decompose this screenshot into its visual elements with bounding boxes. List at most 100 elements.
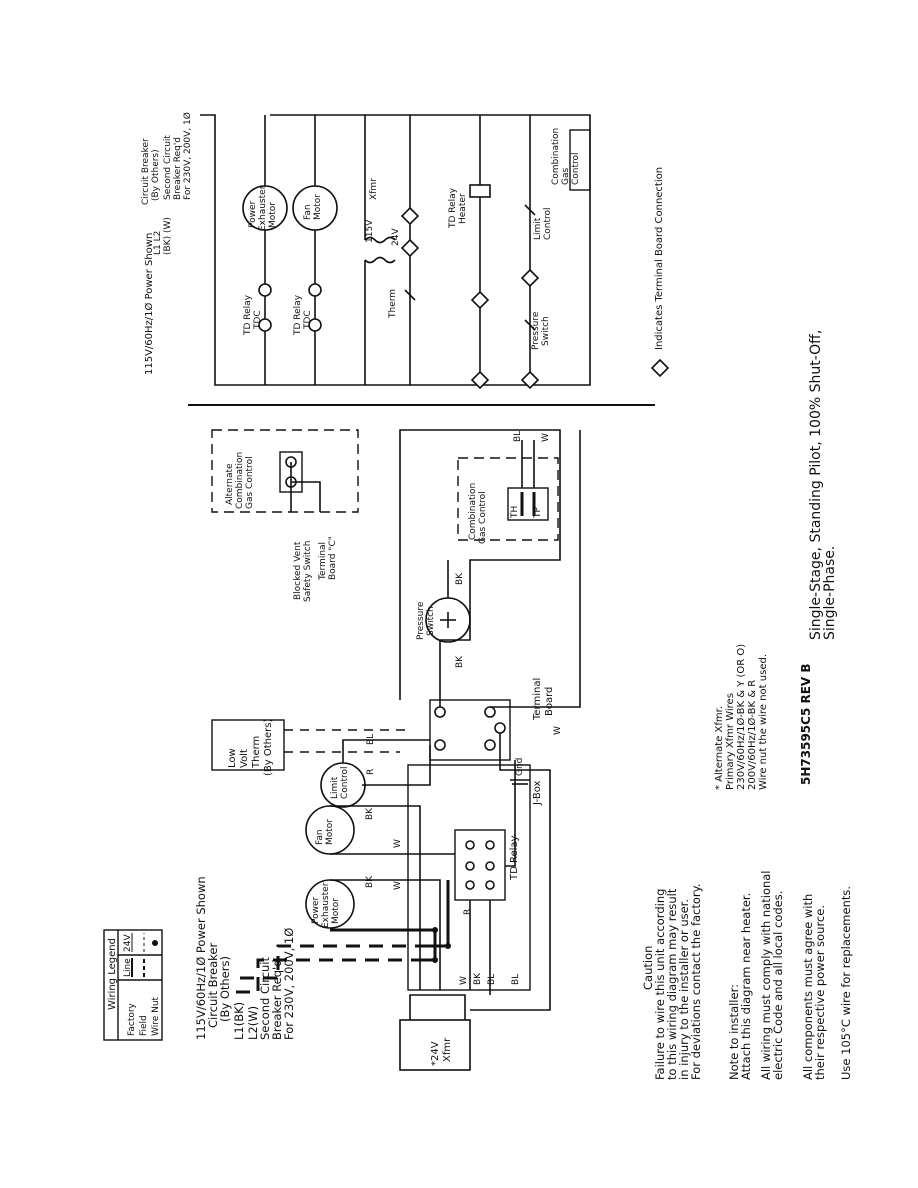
ladder-td-heater <box>469 184 491 198</box>
xfmr-label-2: Xfmr <box>442 1037 453 1062</box>
title-line-2: Single-Phase. <box>822 546 838 640</box>
ladder-diamond-tp <box>470 370 490 390</box>
wl-r-2: R <box>463 909 473 915</box>
alt-xfmr-notes: * Alternate Xfmr. Primary Xfmr Wires 230… <box>714 644 769 790</box>
terminal-board-label-1: Terminal <box>532 678 543 721</box>
wire-fan <box>330 805 421 990</box>
ladder-fan-2: Motor <box>313 194 323 220</box>
ladder-td1-2: TDC <box>253 310 263 330</box>
wl-th: TH <box>510 506 520 519</box>
ladder-td2-1: TD Relay <box>293 294 303 336</box>
wire-pem-return <box>330 879 441 990</box>
fan-motor: Fan Motor <box>305 805 355 855</box>
combo-gas-label-2: Gas Control <box>478 491 488 544</box>
components-line-1: All components must agree with <box>801 894 815 1080</box>
ladder-second-2: Breaker Req'd <box>173 137 183 200</box>
wl-bk-3: BK <box>473 972 483 985</box>
ladder-diagram: Power Exhauster Motor Fan Motor TD Relay… <box>141 112 670 390</box>
ladder-second-3: For 230V, 200V, 1Ø <box>182 112 193 200</box>
ladder-term-4 <box>308 283 322 297</box>
ladder-limit-2: Control <box>543 207 553 240</box>
alt-xfmr-line-5: Wire nut the wire not used. <box>758 654 769 790</box>
ladder-combo-gas <box>569 129 591 191</box>
tstat-label-4: (By Others) <box>263 719 274 776</box>
pressure-switch-label-1: Pressure <box>416 601 426 640</box>
ladder-fan <box>292 185 338 231</box>
wiring-legend: Wiring Legend Line 24V Factory Field Wir… <box>103 929 163 1041</box>
ladder-td1-1: TD Relay <box>243 294 253 336</box>
legend-row-factory: Factory <box>127 1002 137 1036</box>
alt-gas-label-3: Gas Control <box>245 456 255 509</box>
component-notes: All components must agree with their res… <box>801 894 827 1080</box>
pem-label-2: Exhauster <box>321 882 331 928</box>
field-wire-l2 <box>240 944 420 980</box>
ladder-l1l2-1: L1 L2 <box>153 231 163 255</box>
ladder-limit-switch <box>524 204 536 216</box>
limit-label-2: Control <box>340 766 350 799</box>
power-exhauster-motor: Power Exhauster Motor <box>305 879 355 929</box>
combo-gas-label-1: Combination <box>468 483 478 540</box>
caution-notes: Caution Failure to wire this unit accord… <box>641 884 703 1080</box>
ladder-term-1 <box>258 318 272 332</box>
components-line-2: their respective power source. <box>813 905 827 1080</box>
alternate-gas-control: Alternate Combination Gas Control <box>211 429 359 513</box>
installer-line-1: Note to installer: <box>727 984 741 1080</box>
ladder-therm: Therm <box>388 289 398 319</box>
td-relay-block: TD Relay <box>454 829 520 901</box>
codes-line-2: electric Code and all local codes. <box>771 891 785 1080</box>
wire-g-terminal <box>490 430 581 708</box>
terminal-board-label-2: Board <box>544 687 555 716</box>
installer-line-2: Attach this diagram near heater. <box>739 893 753 1080</box>
ladder-xfmr-primary <box>364 236 396 244</box>
ladder-rail-outer <box>200 114 411 386</box>
pressure-switch-label-2: Switch <box>426 606 436 636</box>
ladder-24v: 24V <box>391 228 401 246</box>
caution-line-2: to this wiring diagram may result <box>665 888 679 1080</box>
caution-line-3: in injury to the installer or user. <box>677 899 691 1080</box>
wl-bk-4: BK <box>455 655 465 668</box>
jbox-label: J-Box <box>532 780 543 806</box>
legend-row-field: Field <box>139 1015 149 1036</box>
ladder-diamond-f <box>470 290 490 310</box>
terminal-board: Terminal Board <box>429 678 555 761</box>
by-others-text: (By Others) <box>218 956 232 1022</box>
caution-title: Caution <box>641 946 655 990</box>
factory-wiring <box>330 429 581 1011</box>
power-notes: 115V/60Hz/1Ø Power Shown Circuit Breaker… <box>194 876 296 1040</box>
installer-notes: Note to installer: Attach this diagram n… <box>727 893 753 1080</box>
pressure-switch: Pressure Switch <box>416 597 471 643</box>
legend-col-line: Line <box>123 958 133 977</box>
wl-w-4: W <box>541 433 551 442</box>
codes-line-1: All wiring must comply with national <box>759 870 773 1080</box>
alt-gas-label-2: Combination <box>235 452 245 509</box>
ladder-xfmr: Xfmr <box>369 178 379 200</box>
circuit-breaker-text: Circuit Breaker <box>206 943 220 1028</box>
wire-temp-note: Use 105°C wire for replacements. <box>839 886 853 1080</box>
ladder-power-shown: 115V/60Hz/1Ø Power Shown <box>143 233 155 375</box>
code-notes: All wiring must comply with national ele… <box>759 870 785 1080</box>
for-230v-text: For 230V, 200V, 1Ø <box>282 928 296 1040</box>
terminal-c-label-2: Board "C" <box>328 536 338 580</box>
pem-label-3: Motor <box>331 898 341 924</box>
title-block: Single-Stage, Standing Pilot, 100% Shut-… <box>808 330 838 640</box>
alt-xfmr-line-3: 230V/60Hz/1Ø-BK & Y (OR O) <box>735 644 747 790</box>
wl-bl-1: BL <box>366 734 376 745</box>
ladder-diamond-g <box>400 206 420 226</box>
ladder-pem <box>242 185 288 231</box>
legend-wirenut-dot <box>152 940 158 946</box>
ladder-combo-1: Combination <box>551 128 561 185</box>
wl-w-3: W <box>459 976 469 985</box>
tstat-label-1: Low <box>227 748 238 768</box>
ladder-pem-1: Power <box>248 200 258 228</box>
tstat-label-2: Volt <box>239 749 250 768</box>
field-wire-l1 <box>236 958 420 994</box>
ladder-115v: 115V <box>365 219 375 243</box>
wire-labels: BK BK W W R BL W BK BL BL R BK BK BL W W… <box>365 431 563 985</box>
legend-row-wirenut: Wire Nut <box>151 996 161 1036</box>
l1-label: L1(BK) <box>232 1002 246 1040</box>
blocked-vent-label-2: Safety Switch <box>303 541 313 602</box>
terminal-note-text: Indicates Terminal Board Connection <box>654 167 665 350</box>
ladder-breaker-1: Circuit Breaker <box>141 138 151 205</box>
breaker-reqd-text: Breaker Req'd <box>270 959 284 1040</box>
terminal-c-label-1: Terminal <box>318 542 328 581</box>
